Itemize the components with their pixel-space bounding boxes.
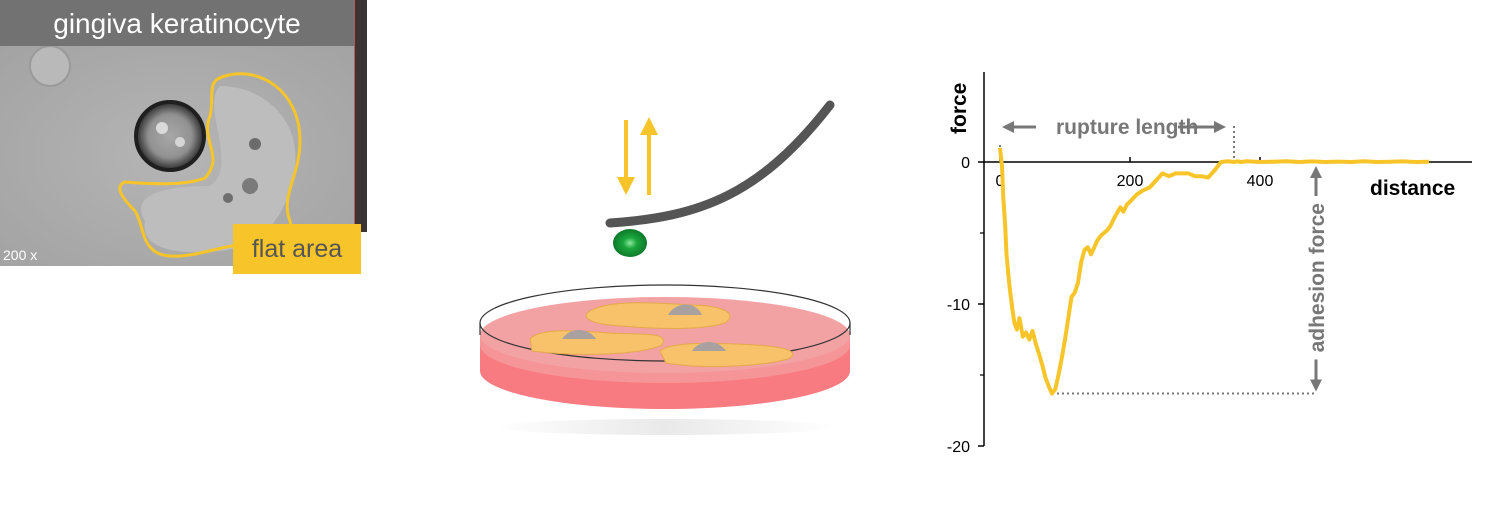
flat-area-label: flat area — [233, 224, 361, 274]
force-curve-series — [998, 147, 1430, 396]
y-tick-label: -20 — [947, 439, 970, 456]
y-axis-title: force — [948, 83, 971, 134]
rupture-length-label: rupture length — [1056, 116, 1198, 139]
x-tick-label: 0 — [996, 173, 1005, 190]
rupture-arrow-right-head — [1214, 121, 1226, 133]
rupture-arrow-left-head — [1002, 121, 1014, 133]
afm-dish-illustration — [479, 100, 851, 435]
magnification-label: 200 x — [3, 247, 38, 263]
chart-annotations: rupture length adhesion force — [999, 116, 1329, 395]
x-tick-label: 400 — [1247, 173, 1274, 190]
approach-retract-arrows — [617, 117, 658, 195]
petri-dish — [479, 284, 851, 435]
panel-title: gingiva keratinocyte — [0, 0, 354, 46]
x-tick-label: 200 — [1117, 173, 1144, 190]
cell-bead — [613, 229, 647, 257]
cell-micrograph-panel: gingiva keratinocyte flat area 200 x — [0, 0, 361, 274]
y-tick-label: -10 — [947, 297, 970, 314]
adhesion-arrow-bottom-head — [1310, 379, 1322, 392]
y-tick-label: 0 — [961, 155, 970, 172]
cantilever — [605, 100, 835, 228]
adhesion-arrow-top-head — [1310, 166, 1322, 178]
force-distance-chart: 0 -10 -20 0 200 400 force distance rupture l… — [947, 72, 1472, 456]
adhesion-force-label: adhesion force — [1306, 203, 1329, 352]
x-axis-title: distance — [1370, 177, 1455, 200]
